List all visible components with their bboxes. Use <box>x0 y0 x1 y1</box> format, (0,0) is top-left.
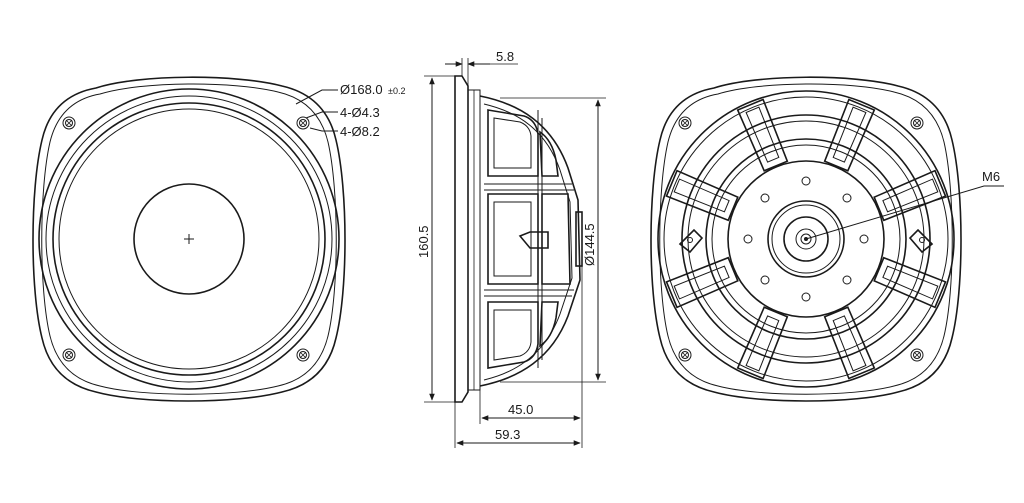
rear-basket-ring-5 <box>705 138 907 340</box>
basket-spoke-inner <box>832 315 867 372</box>
screw-icon <box>62 348 76 362</box>
leader-thread <box>805 185 1004 240</box>
basket-spoke <box>736 98 789 172</box>
basket-spoke-inner <box>882 265 939 300</box>
rear-pole-ring <box>771 204 841 274</box>
bolt-hole <box>760 275 770 285</box>
leader-hole-small <box>305 111 338 119</box>
basket-spoke-inner <box>745 106 780 163</box>
screw-icon <box>910 348 924 362</box>
rear-bolt-holes <box>743 176 869 302</box>
rear-basket-ring-2 <box>663 96 949 382</box>
side-terminal-tab <box>518 231 549 249</box>
rear-view: M6 <box>650 76 1004 402</box>
rear-basket-outer <box>657 90 955 388</box>
bolt-hole <box>842 193 852 203</box>
rear-pole-outer <box>767 200 845 278</box>
basket-spoke <box>823 98 876 172</box>
terminal-icon <box>908 228 934 254</box>
basket-spoke <box>823 306 876 380</box>
front-surround-ring-2 <box>45 95 333 383</box>
front-surround-ring-4 <box>58 108 320 370</box>
rear-pole-center <box>800 233 812 245</box>
front-frame-inner-outline <box>41 83 337 395</box>
front-surround-ring-3 <box>52 102 326 376</box>
rear-basket-ring-3 <box>681 114 931 364</box>
screw-icon <box>62 116 76 130</box>
bolt-hole <box>801 176 811 186</box>
bolt-hole <box>760 193 770 203</box>
side-basket-inner <box>483 103 573 381</box>
basket-spoke <box>873 169 947 222</box>
front-frame-outline <box>32 76 346 402</box>
screw-icon <box>910 116 924 130</box>
side-flange <box>454 75 469 403</box>
bolt-hole <box>842 275 852 285</box>
side-basket-windows <box>484 109 574 369</box>
side-rear-plate <box>575 211 583 267</box>
magnet-depth-label: 45.0 <box>508 402 533 417</box>
basket-spoke-inner <box>882 178 939 213</box>
bolt-hole <box>801 292 811 302</box>
rear-pole-inner <box>783 216 829 262</box>
screw-icon <box>678 116 692 130</box>
screw-icon <box>296 116 310 130</box>
basket-spoke <box>736 306 789 380</box>
hole-small-label: 4-Ø4.3 <box>340 105 380 120</box>
basket-spoke-inner <box>832 106 867 163</box>
overall-depth-label: 59.3 <box>495 427 520 442</box>
side-view: 5.8 160.5 Ø144.5 45.0 59.3 <box>416 49 606 448</box>
front-dust-cap <box>133 183 245 295</box>
rear-frame-inner-outline <box>659 83 953 395</box>
rear-pole-vent <box>795 228 817 250</box>
overall-height-label: 160.5 <box>416 225 431 258</box>
rear-magnet-plate <box>727 160 885 318</box>
basket-spoke <box>873 256 947 309</box>
hole-large-label: 4-Ø8.2 <box>340 124 380 139</box>
rear-basket-spokes <box>665 98 947 380</box>
basket-spoke <box>665 169 739 222</box>
thread-label: M6 <box>982 169 1000 184</box>
rear-frame-outline <box>650 76 962 402</box>
leader-hole-large <box>309 127 338 132</box>
basket-spoke-inner <box>673 265 730 300</box>
terminal-icon <box>678 228 704 254</box>
screw-icon <box>678 348 692 362</box>
rear-basket-ring-6 <box>711 144 901 334</box>
screw-icon <box>296 348 310 362</box>
front-surround-outer <box>38 88 340 390</box>
bolt-hole <box>859 234 869 244</box>
diameter-label: Ø168.0 <box>340 82 383 97</box>
basket-diameter-label: Ø144.5 <box>582 223 597 266</box>
side-basket-outline <box>479 95 581 387</box>
basket-spoke-inner <box>745 315 780 372</box>
leader-diameter <box>295 89 338 105</box>
basket-spoke <box>665 256 739 309</box>
basket-spoke-inner <box>673 178 730 213</box>
flange-thickness-label: 5.8 <box>496 49 514 64</box>
front-view: Ø168.0 ±0.2 4-Ø4.3 4-Ø8.2 <box>32 76 405 402</box>
diameter-tolerance: ±0.2 <box>388 86 405 96</box>
bolt-hole <box>743 234 753 244</box>
